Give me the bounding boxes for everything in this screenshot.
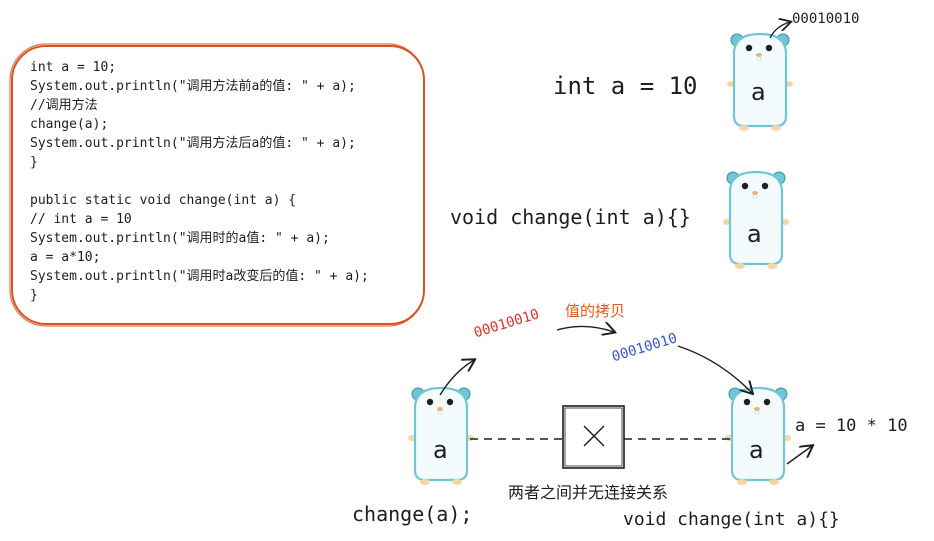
top-binary-arrow (769, 22, 790, 39)
code-line: } (30, 155, 38, 170)
copy-to-gopher-arrow (677, 345, 752, 393)
code-line: System.out.println("调用时的a值: " + a); (30, 231, 330, 246)
top-declaration: int a = 10 (553, 72, 698, 100)
copy-label: 值的拷贝 (565, 302, 626, 320)
no-connection-x-icon (562, 405, 625, 469)
right-caption: void change(int a){} (623, 509, 840, 530)
code-line: int a = 10; (30, 60, 117, 75)
code-line: //调用方法 (30, 98, 98, 113)
code-line: System.out.println("调用时a改变后的值: " + a); (30, 269, 369, 284)
code-line: public static void change(int a) { (30, 193, 297, 208)
no-connection-label: 两者之间并无连接关系 (508, 483, 669, 502)
top-binary-value: 00010010 (792, 11, 860, 27)
code-line: } (30, 288, 38, 303)
code-line: System.out.println("调用方法后a的值: " + a); (30, 136, 356, 151)
code-line (30, 172, 369, 191)
right-gopher-label: a (749, 436, 764, 464)
code-line: // int a = 10 (30, 212, 132, 227)
left-gopher-label: a (433, 436, 448, 464)
result-expression: a = 10 * 10 (795, 416, 908, 436)
left-caption: change(a); (352, 502, 473, 526)
copy-arrow (556, 326, 614, 332)
original-binary-arrow (439, 360, 474, 396)
code-line: change(a); (30, 117, 109, 132)
code-box-border (9, 43, 425, 327)
code-line: System.out.println("调用方法前a的值: " + a); (30, 79, 356, 94)
middle-declaration: void change(int a){} (450, 205, 691, 229)
middle-gopher-label: a (747, 220, 762, 248)
result-arrow (786, 446, 812, 465)
code-block: int a = 10; System.out.println("调用方法前a的值:… (30, 58, 369, 305)
top-gopher-label: a (751, 78, 766, 106)
code-line: a = a*10; (30, 250, 101, 265)
